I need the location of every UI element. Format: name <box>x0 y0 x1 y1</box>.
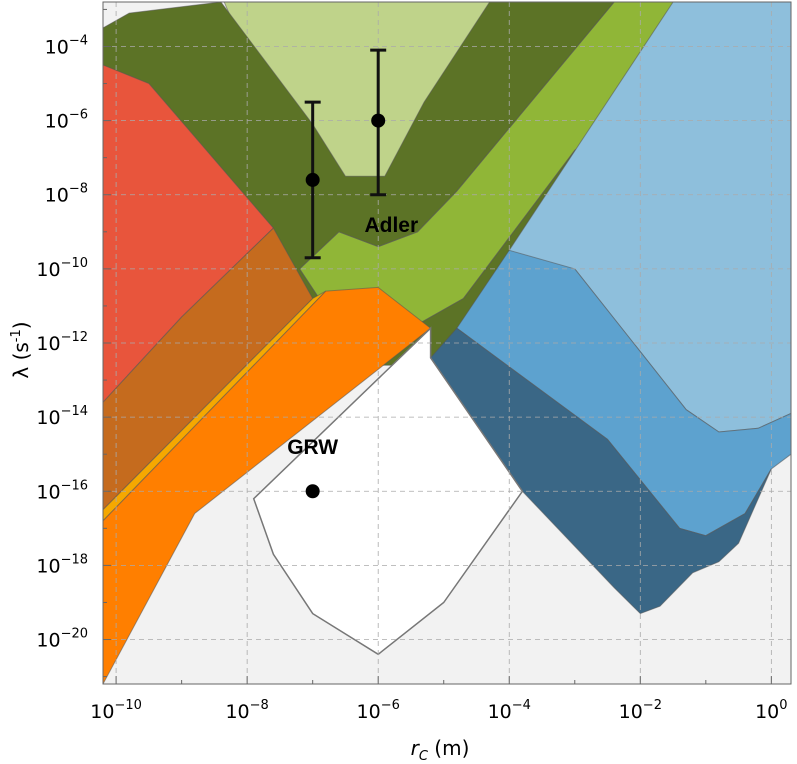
y-tick-label: 10−10 <box>36 256 88 281</box>
x-tick-label: 10−4 <box>488 698 531 723</box>
y-tick-label: 10−18 <box>36 552 88 577</box>
y-tick-label: 10−8 <box>45 182 88 207</box>
y-tick-label: 10−14 <box>36 404 88 429</box>
allowed-region <box>252 326 524 656</box>
data-point-0 <box>305 484 320 499</box>
y-tick-label: 10−16 <box>36 478 88 503</box>
x-axis-title: rC (m) <box>411 736 470 764</box>
y-tick-label: 10−6 <box>45 108 88 133</box>
y-tick-label: 10−12 <box>36 330 88 355</box>
data-point-1 <box>305 172 320 187</box>
x-tick-label: 10−8 <box>225 698 268 723</box>
x-tick-label: 10−2 <box>619 698 662 723</box>
y-axis-title: λ (s-1) <box>9 321 33 378</box>
data-point-2 <box>371 113 386 128</box>
exclusion-region-11 <box>429 327 772 615</box>
x-tick-label: 10−6 <box>357 698 400 723</box>
exclusion-region-8 <box>103 286 432 684</box>
annotation-label: Adler <box>364 214 418 237</box>
annotation-label: GRW <box>287 436 338 459</box>
y-tick-label: 10−4 <box>45 33 88 58</box>
x-tick-label: 100 <box>755 698 787 723</box>
x-tick-label: 10−10 <box>90 698 142 723</box>
exclusion-region-6 <box>103 227 314 511</box>
y-tick-label: 10−20 <box>36 627 88 652</box>
